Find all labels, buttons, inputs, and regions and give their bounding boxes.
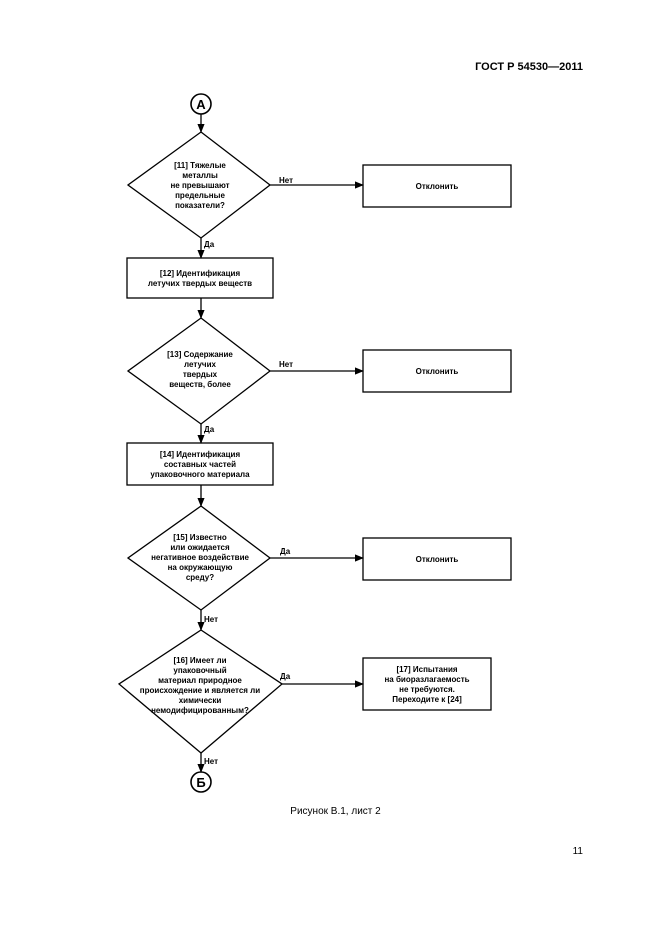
- document-header: ГОСТ Р 54530—2011: [475, 61, 583, 73]
- node-line: [14] Идентификация: [160, 450, 241, 459]
- node-line: [17] Испытания: [396, 665, 457, 674]
- node-line: не превышают: [170, 181, 229, 190]
- node-line: [13] Содержание: [167, 350, 233, 359]
- node-line: не требуются.: [399, 685, 455, 694]
- node-line: [12] Идентификация: [160, 269, 241, 278]
- node-line: на окружающую: [168, 563, 233, 572]
- connector-b-label: Б: [196, 775, 205, 790]
- node-line: составных частей: [164, 460, 236, 469]
- node-line: или ожидается: [170, 543, 230, 552]
- node-line: немодифицированным?: [151, 706, 249, 715]
- edge-label-d16-no: Нет: [204, 757, 218, 766]
- node-line: упаковочного материала: [150, 470, 250, 479]
- node-line: на биоразлагаемость: [384, 675, 469, 684]
- node-line: упаковочный: [173, 666, 226, 675]
- node-text-r15: Отклонить: [416, 555, 459, 564]
- node-line: химически: [179, 696, 222, 705]
- node-line: летучих твердых веществ: [148, 279, 252, 288]
- node-line: Отклонить: [416, 367, 459, 376]
- node-line: происхождение и является ли: [140, 686, 260, 695]
- node-line: материал природное: [158, 676, 242, 685]
- node-line: показатели?: [175, 201, 225, 210]
- edge-label-d15-no: Нет: [204, 615, 218, 624]
- reject-box-11: [362, 164, 512, 208]
- node-line: летучих: [184, 360, 216, 369]
- figure-caption: Рисунок В.1, лист 2: [290, 806, 381, 817]
- connector-b: [190, 771, 212, 793]
- node-text-r11: Отклонить: [416, 182, 459, 191]
- edge-label-d11-no: Нет: [279, 176, 293, 185]
- node-line: предельные: [175, 191, 225, 200]
- node-line: среду?: [186, 573, 214, 582]
- process-box-12: [126, 257, 274, 299]
- node-line: негативное воздействие: [151, 553, 249, 562]
- edge-label-d13-no: Нет: [279, 360, 293, 369]
- process-box-17: [362, 657, 492, 711]
- node-line: твердых: [183, 370, 218, 379]
- node-line: Отклонить: [416, 555, 459, 564]
- node-text-r13: Отклонить: [416, 367, 459, 376]
- node-line: [16] Имеет ли: [173, 656, 226, 665]
- reject-box-15: [362, 537, 512, 581]
- edge-label-d16-yes: Да: [280, 672, 291, 681]
- process-box-14: [126, 442, 274, 486]
- node-line: Переходите к [24]: [392, 695, 462, 704]
- edge-label-d13-yes: Да: [204, 425, 215, 434]
- page-number: 11: [572, 846, 583, 857]
- node-line: веществ, более: [169, 380, 231, 389]
- node-line: металлы: [182, 171, 218, 180]
- reject-box-13: [362, 349, 512, 393]
- edge-label-d11-yes: Да: [204, 240, 215, 249]
- connector-a-label: А: [196, 97, 206, 112]
- edge-label-d15-yes: Да: [280, 547, 291, 556]
- node-line: [11] Тяжелые: [174, 161, 226, 170]
- node-line: Отклонить: [416, 182, 459, 191]
- node-line: [15] Известно: [173, 533, 227, 542]
